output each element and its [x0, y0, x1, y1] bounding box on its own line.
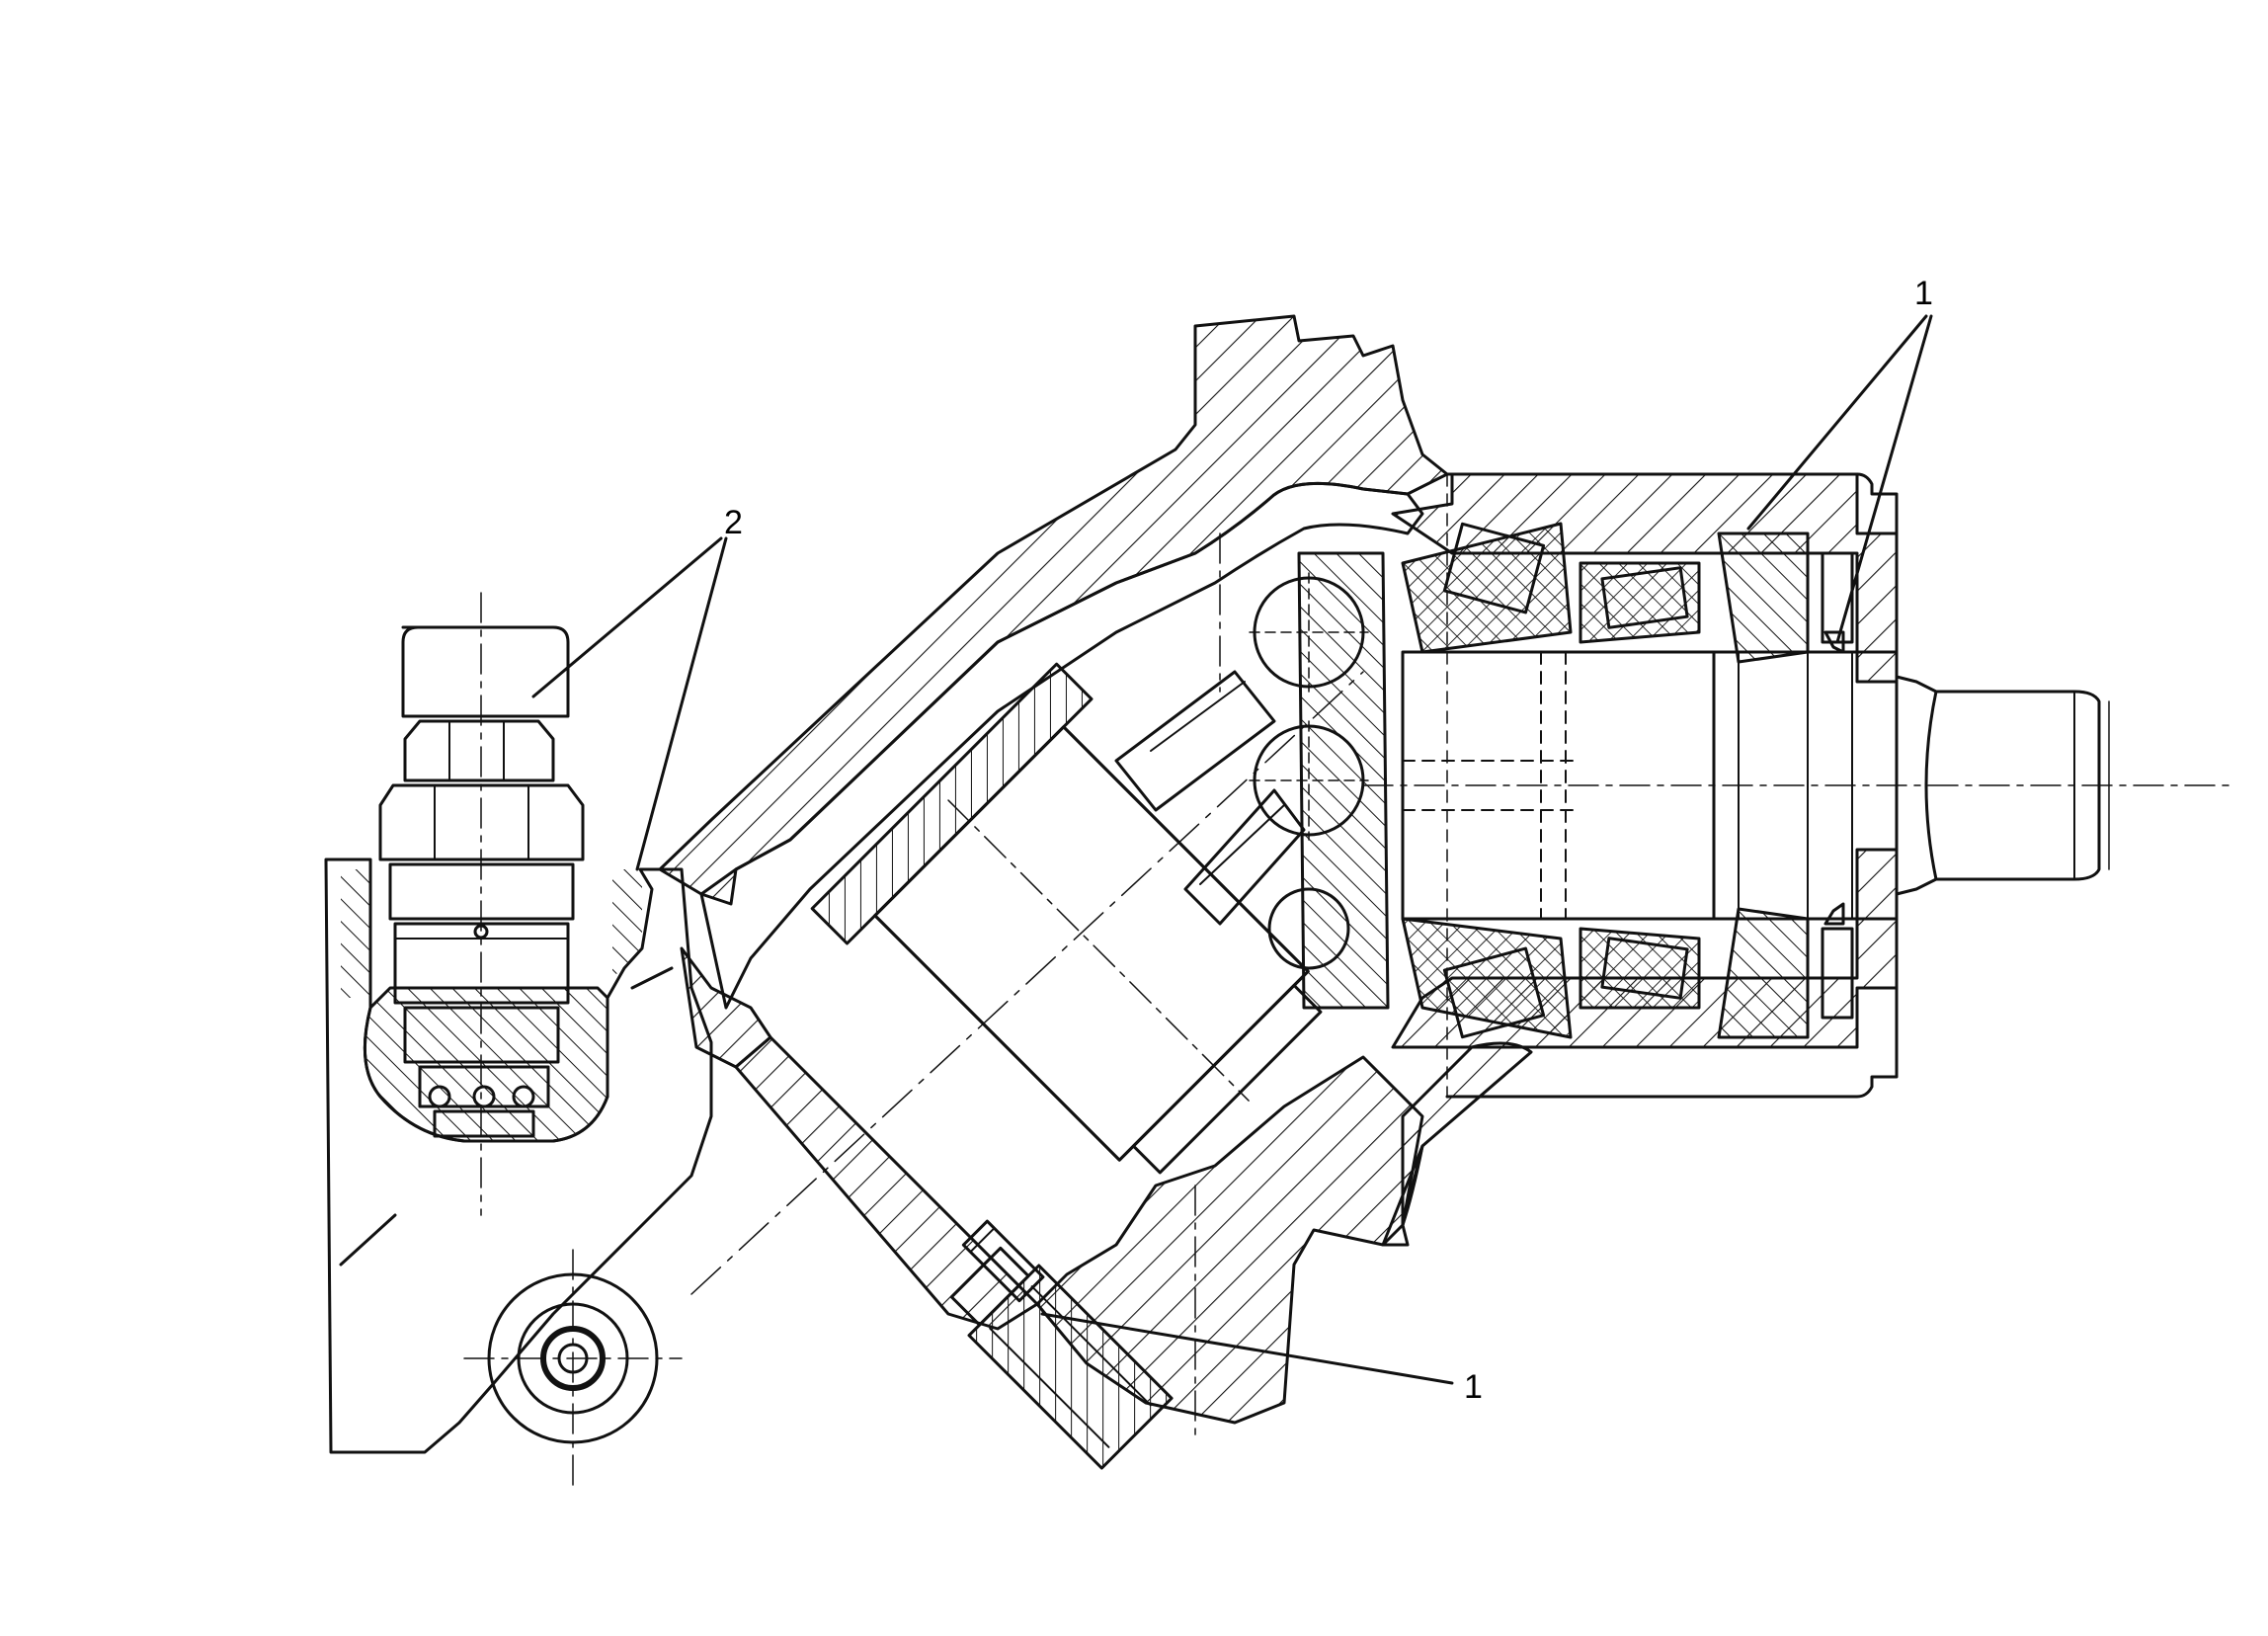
- cylinder-axis: [690, 671, 1364, 1295]
- leader-2b: [635, 536, 728, 871]
- shaft-seal: [1717, 532, 1854, 1039]
- end-plug-pin: [961, 1219, 1045, 1303]
- leader-1-top-a: [1746, 314, 1928, 531]
- pressure-valve: [378, 592, 585, 1216]
- drive-flange: [1249, 551, 1390, 1010]
- callout-2: 2: [724, 504, 743, 541]
- leader-1-top-b: [1835, 314, 1933, 644]
- leader-lines: [531, 314, 1933, 1385]
- piston-rods: [1114, 670, 1306, 926]
- bearing-right: [1579, 561, 1701, 1010]
- drive-shaft: [1362, 650, 2233, 921]
- port-fitting: [463, 1249, 683, 1493]
- leader-1-bottom: [1040, 1312, 1454, 1385]
- leader-2a: [531, 536, 723, 698]
- callout-1-top: 1: [1914, 275, 1933, 312]
- cylinder-housing: [658, 314, 1533, 1425]
- bearing-left: [1401, 522, 1573, 1039]
- callout-1-bottom: 1: [1464, 1368, 1483, 1406]
- cylinder-block: [810, 662, 1323, 1175]
- end-plug: [949, 1246, 1174, 1470]
